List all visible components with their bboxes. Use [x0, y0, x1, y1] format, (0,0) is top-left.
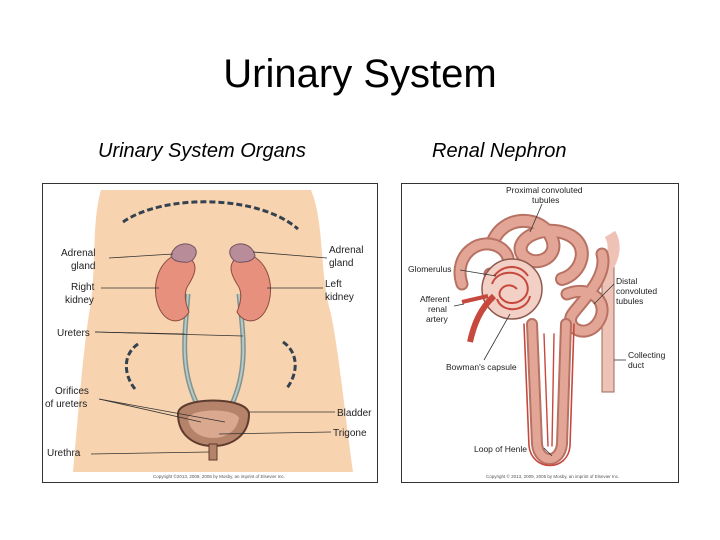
leader-distal	[593, 283, 615, 305]
label-right-kidney: Right kidney	[65, 282, 97, 306]
diaphragm-outline	[122, 200, 299, 231]
label-glomerulus: Glomerulus	[408, 264, 451, 274]
glomerulus-loop-3	[493, 266, 529, 277]
glomerulus-loop-2	[496, 295, 531, 311]
label-bladder: Bladder	[337, 408, 372, 419]
glomerulus-capillaries	[491, 266, 531, 311]
urinary-organs-illustration: Adrenal gland Right kidney Ureters Orifi…	[45, 190, 372, 479]
label-ureters: Ureters	[57, 328, 90, 339]
nephron-illustration: Proximal convoluted tubules Glomerulus A…	[408, 185, 668, 479]
leader-trigone	[218, 431, 332, 435]
left-adrenal-gland	[229, 243, 256, 263]
afferent-artery-branch	[461, 294, 489, 304]
label-bowmans-capsule: Bowman's capsule	[446, 362, 517, 372]
right-kidney	[155, 253, 196, 322]
label-adrenal-gland-left: Adrenal gland	[61, 248, 98, 272]
leader-bowmans	[483, 313, 511, 361]
label-collecting-duct: Collecting duct	[628, 350, 668, 370]
loop-of-henle	[528, 320, 570, 463]
label-trigone: Trigone	[333, 428, 367, 439]
right-adrenal-gland	[170, 243, 197, 263]
glomerulus-loop-1	[491, 271, 529, 304]
leader-glomerulus	[459, 269, 497, 277]
leader-orifices-1	[98, 398, 202, 423]
left-kidney	[230, 253, 271, 322]
distal-tubules-group	[560, 247, 610, 338]
leader-urethra	[90, 451, 210, 455]
label-urethra: Urethra	[47, 448, 81, 459]
copyright-right: Copyright © 2013, 2009, 2005 by Mosby, a…	[486, 473, 619, 479]
slide-title: Urinary System	[223, 52, 497, 96]
leader-proximal	[529, 203, 543, 233]
urethra-tube	[208, 443, 218, 461]
leader-adrenal-left	[108, 253, 174, 259]
label-distal-tubules: Distal convoluted tubules	[616, 276, 660, 306]
leader-loop	[543, 447, 553, 457]
copyright-left: Copyright ©2013, 2009, 2005 by Mosby, an…	[153, 473, 285, 479]
leader-afferent	[453, 303, 465, 307]
torso-silhouette	[73, 190, 353, 472]
renal-nephron-heading: Renal Nephron	[432, 140, 567, 162]
loop-of-henle-group	[523, 318, 575, 467]
proximal-tubule	[487, 215, 587, 284]
label-loop-of-henle: Loop of Henle	[474, 444, 527, 454]
leader-adrenal-right	[252, 251, 328, 259]
renal-nephron-diagram: Proximal convoluted tubules Glomerulus A…	[401, 183, 679, 483]
right-pelvis-outline	[282, 340, 297, 389]
leader-ureters-2	[94, 331, 244, 337]
leader-orifices-2	[98, 398, 226, 423]
left-pelvis-outline	[124, 342, 139, 390]
leader-lines	[90, 251, 335, 455]
collecting-duct-tube	[601, 263, 615, 393]
label-left-kidney: Left kidney	[325, 279, 354, 303]
label-orifices-of-ureters: Orifices of ureters	[45, 386, 92, 410]
nephron-leader-lines	[453, 203, 626, 457]
afferent-artery-vessel	[467, 293, 497, 343]
distal-tubule	[562, 249, 608, 336]
label-adrenal-gland-right: Adrenal gland	[329, 245, 366, 269]
label-proximal-tubules: Proximal convoluted tubules	[506, 185, 585, 205]
urinary-organs-diagram: Adrenal gland Right kidney Ureters Orifi…	[42, 183, 378, 483]
label-afferent-artery: Afferent renal artery	[420, 294, 452, 324]
urinary-organs-heading: Urinary System Organs	[98, 140, 306, 162]
vasa-recta-1	[523, 323, 575, 467]
vasa-recta-2	[543, 333, 555, 447]
